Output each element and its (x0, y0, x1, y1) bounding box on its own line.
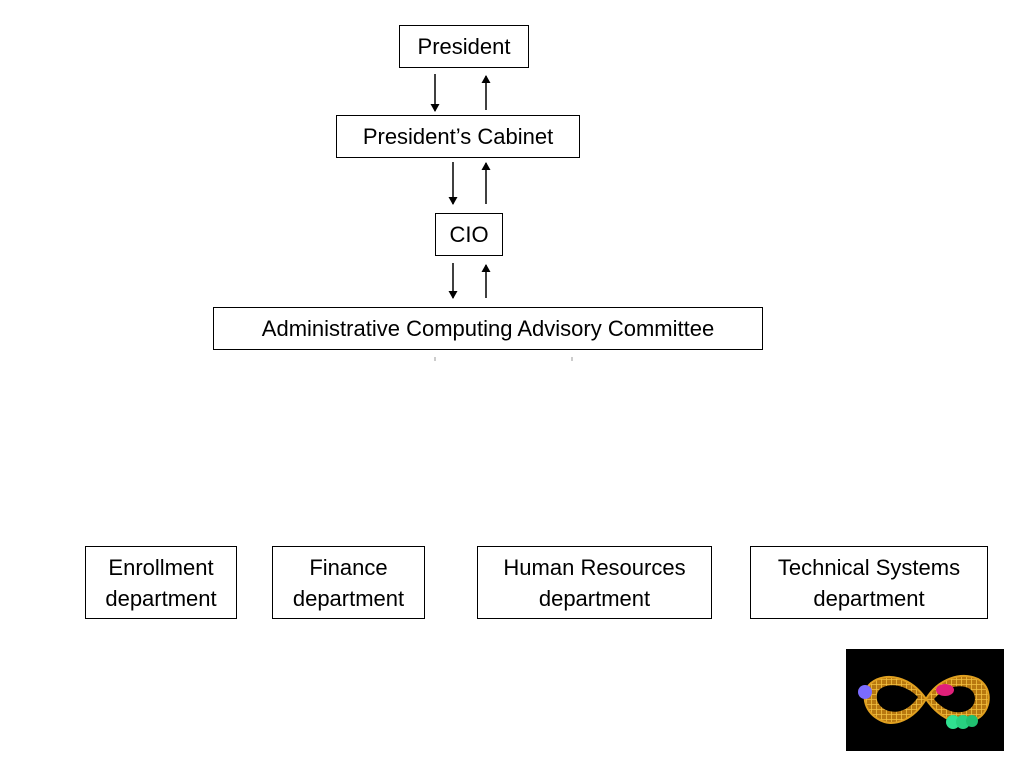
node-hr-line1: Human Resources (503, 554, 686, 580)
sphere-green (946, 715, 960, 729)
arrowhead-down (448, 197, 458, 205)
node-advisory-committee-label: Administrative Computing Advisory Commit… (261, 316, 715, 341)
node-technical-systems-department: Technical Systems department (750, 546, 988, 619)
node-advisory-committee: Administrative Computing Advisory Commit… (213, 307, 763, 350)
arrowhead-up (481, 75, 491, 83)
node-enrollment-department: Enrollment department (85, 546, 237, 619)
node-president-label: President (417, 34, 511, 59)
node-finance-department: Finance department (272, 546, 425, 619)
sphere-green (956, 715, 970, 729)
node-cio: CIO (435, 213, 503, 256)
arrowhead-up (481, 162, 491, 170)
sphere-purple (858, 685, 872, 699)
mobius-strip-logo (846, 649, 1004, 751)
node-presidents-cabinet-label: President’s Cabinet (362, 124, 554, 149)
mobius-strip-icon (858, 674, 990, 729)
node-tech-line2: department (813, 585, 925, 611)
node-hr-line2: department (538, 585, 651, 611)
arrowhead-down (430, 104, 440, 112)
arrowhead-up (481, 264, 491, 272)
node-finance-line2: department (292, 585, 405, 611)
node-human-resources-department: Human Resources department (477, 546, 712, 619)
node-presidents-cabinet: President’s Cabinet (336, 115, 580, 158)
sphere-green (966, 715, 978, 727)
node-finance-line1: Finance (309, 554, 388, 580)
node-tech-line1: Technical Systems (777, 554, 961, 580)
node-enrollment-line2: department (105, 585, 217, 611)
node-president: President (399, 25, 529, 68)
node-enrollment-line1: Enrollment (108, 554, 214, 580)
node-cio-label: CIO (449, 222, 489, 247)
sphere-magenta (936, 684, 954, 696)
arrowhead-down (448, 291, 458, 299)
